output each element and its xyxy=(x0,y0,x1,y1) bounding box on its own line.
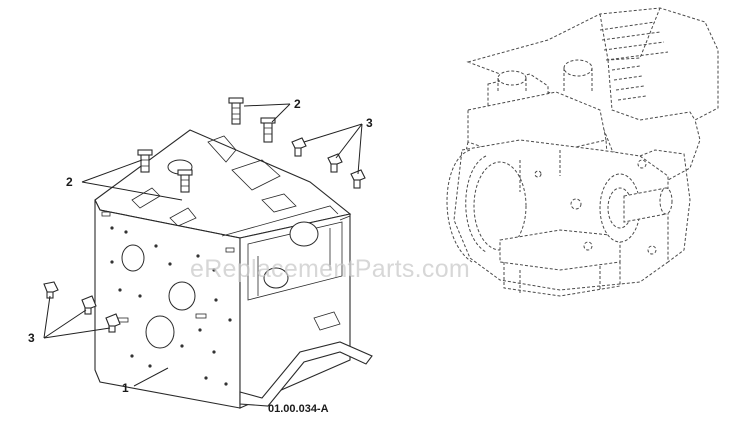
engine-outline xyxy=(446,7,719,297)
frame-housing xyxy=(94,129,373,409)
nut-top-1 xyxy=(291,137,307,157)
nut-top-2 xyxy=(327,153,343,173)
stud-left-2 xyxy=(177,169,193,193)
nut-top-3 xyxy=(350,169,366,189)
callout-1: 1 xyxy=(122,381,129,395)
callout-2-top: 2 xyxy=(294,97,301,111)
callout-2-left: 2 xyxy=(66,175,73,189)
nut-fastener-group xyxy=(43,137,366,333)
figure-code: 01.00.034-A xyxy=(268,403,329,415)
stud-top-2 xyxy=(260,117,276,143)
nut-left-3 xyxy=(105,313,121,333)
stud-left-1 xyxy=(137,149,153,173)
watermark: eReplacementParts.com xyxy=(190,255,470,283)
stud-fastener-group xyxy=(137,97,276,193)
leader-lines xyxy=(43,103,363,387)
callout-3-top: 3 xyxy=(366,116,373,130)
stud-top-1 xyxy=(228,97,244,125)
nut-left-1 xyxy=(43,281,59,299)
nut-left-2 xyxy=(81,295,97,315)
callout-3-left: 3 xyxy=(28,331,35,345)
